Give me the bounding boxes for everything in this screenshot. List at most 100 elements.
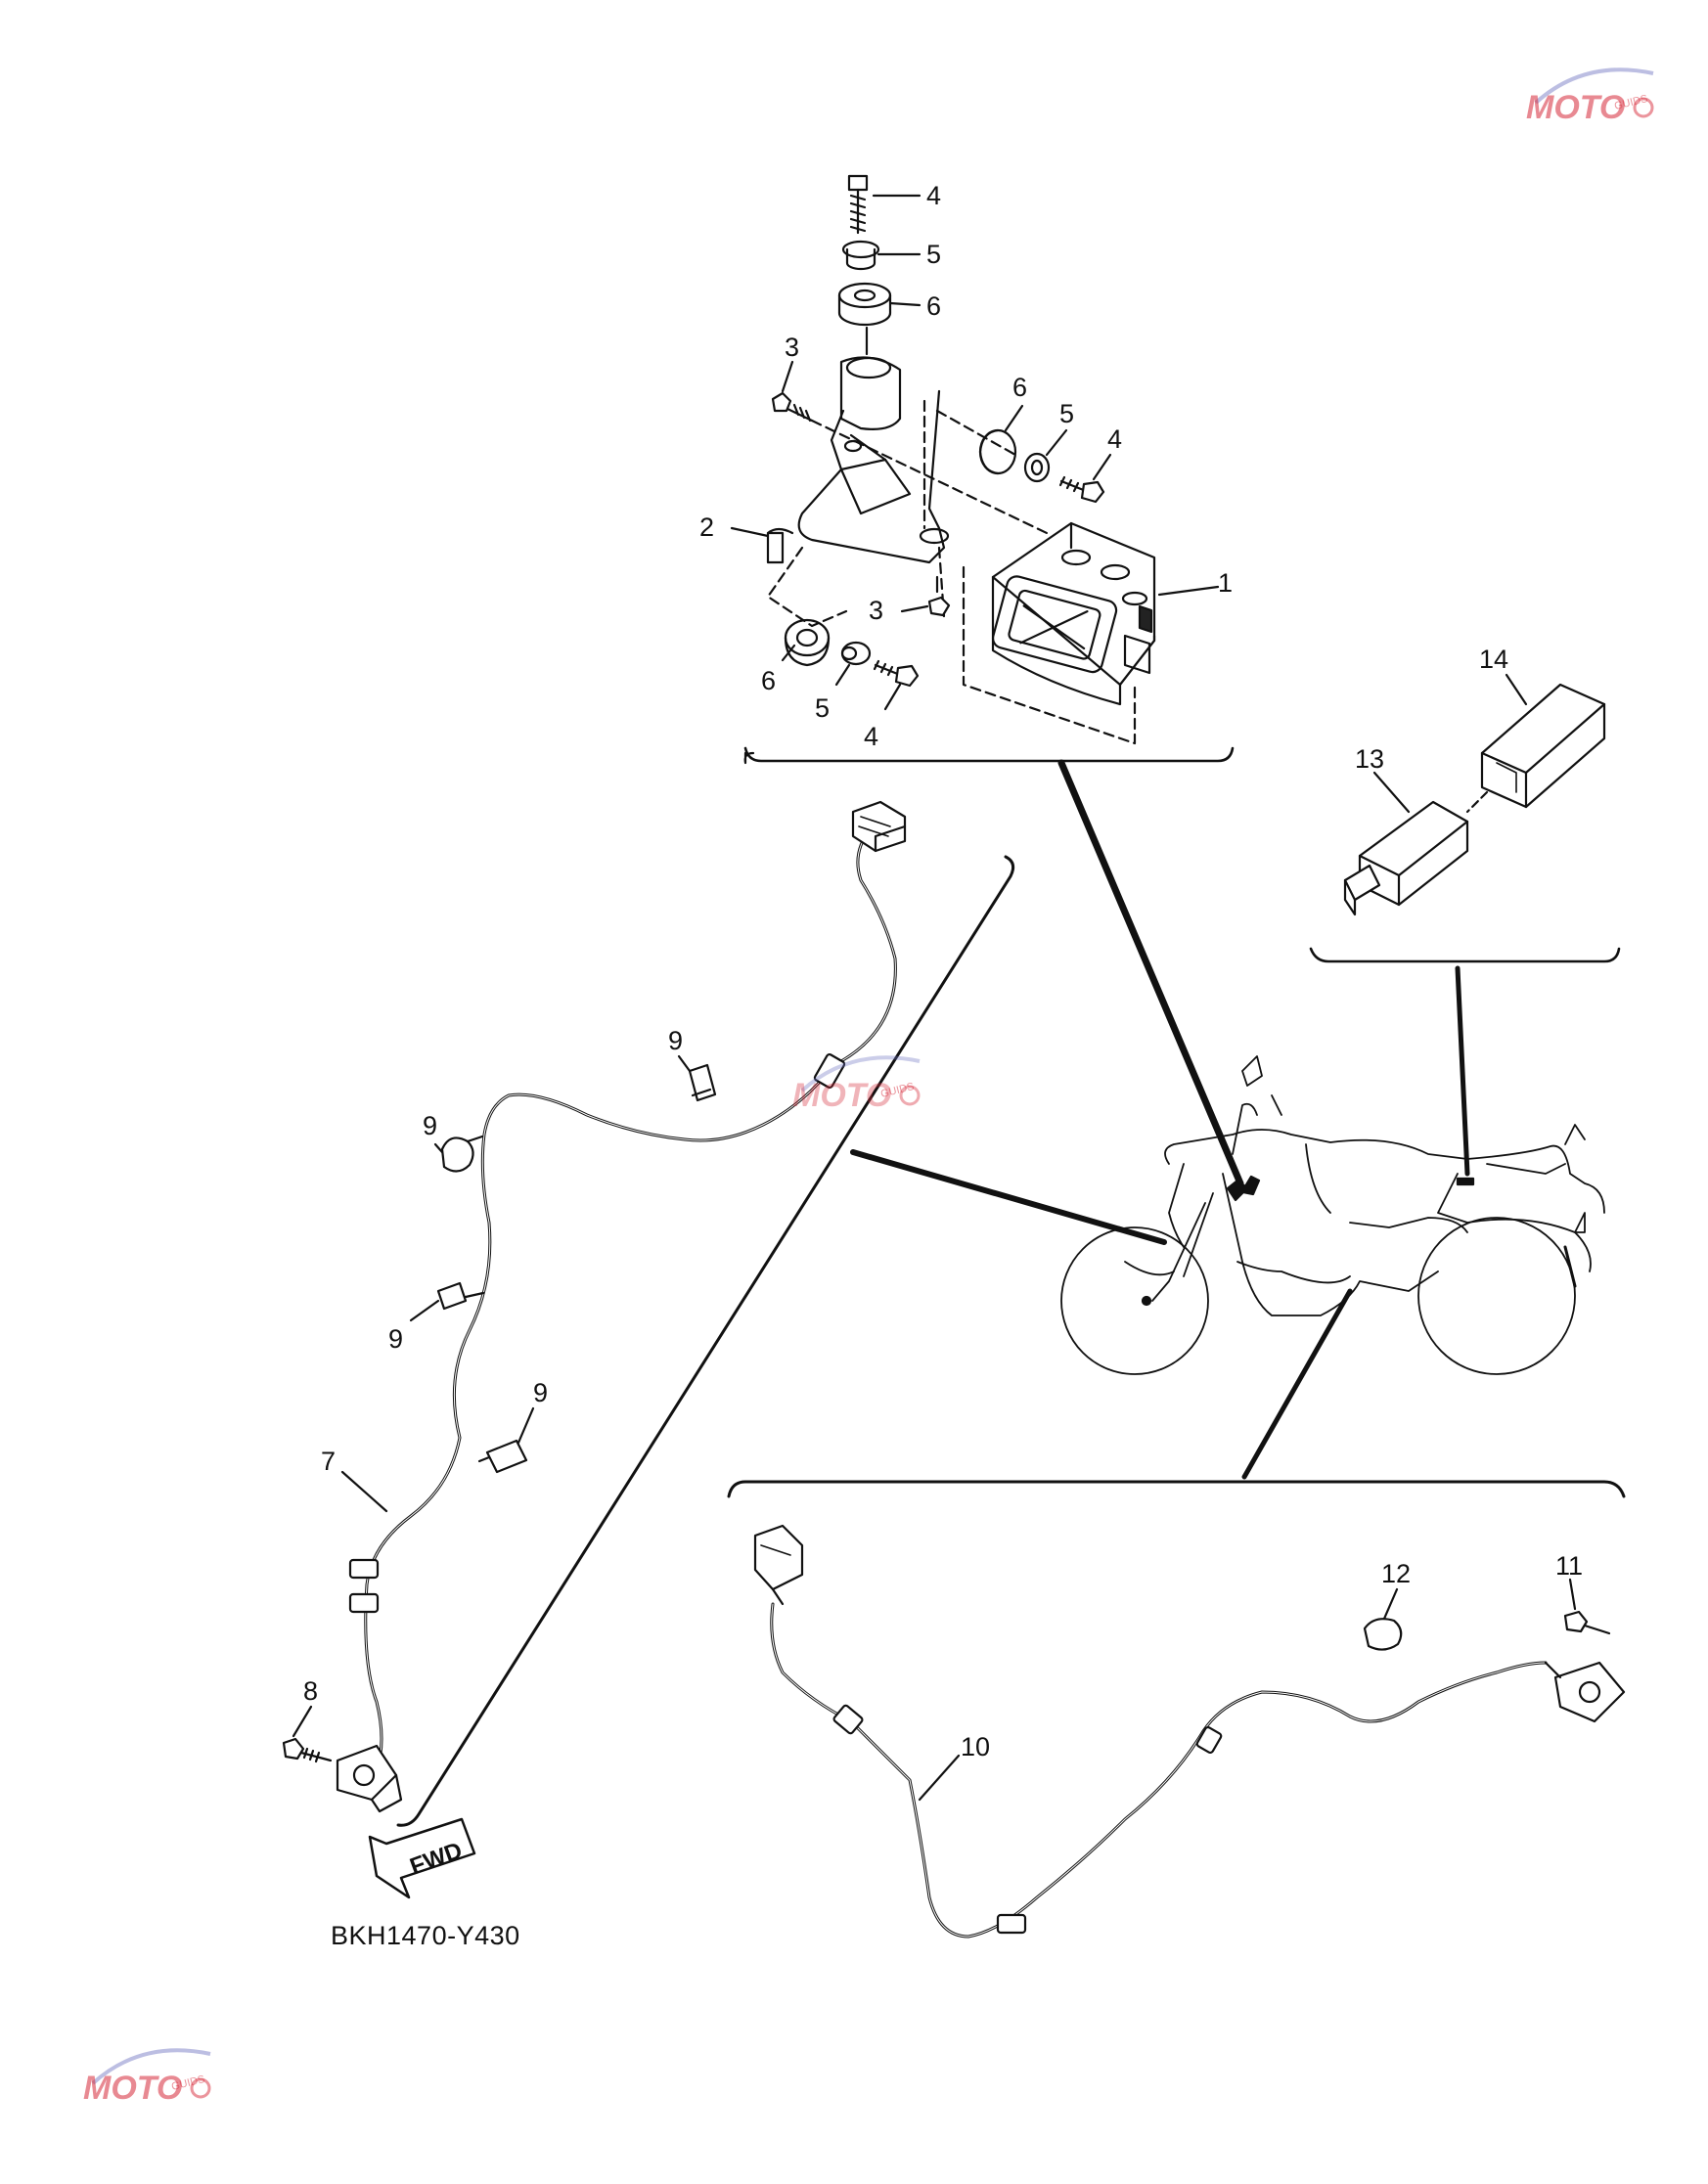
relay-13 (1343, 800, 1469, 916)
watermark-swoosh-icon (1534, 67, 1654, 118)
leader-1 (1157, 585, 1220, 597)
watermark-logo: MOTO GUIDS (763, 1042, 959, 1130)
callout-10: 10 (961, 1732, 990, 1761)
grommet-rear-1 (832, 1704, 864, 1735)
bracket-2 (766, 356, 950, 564)
damper-6-top (837, 282, 892, 327)
leader-3a (781, 360, 794, 393)
grommet-front-2 (348, 1558, 380, 1580)
bolt-4-lower (873, 659, 920, 688)
leader-9b (677, 1054, 692, 1073)
dashed-guide-1 (810, 419, 1049, 535)
watermark-swoosh-icon (800, 1055, 921, 1106)
callout-6: 6 (761, 666, 776, 695)
leader-13 (1372, 771, 1411, 814)
leader-4c (883, 683, 902, 711)
leader-10 (918, 1754, 961, 1802)
callout-12: 12 (1381, 1559, 1411, 1588)
abs-unit-1 (991, 521, 1156, 706)
relay-leader-line (1455, 965, 1470, 1177)
callout-1: 1 (1218, 568, 1233, 598)
grommet-front-3 (348, 1592, 380, 1614)
abs-frame-corner (743, 751, 755, 765)
relay-location-mark (1456, 1177, 1475, 1186)
callout-5: 5 (815, 693, 830, 723)
front-connector-top (851, 800, 907, 853)
leader-11 (1568, 1578, 1577, 1611)
front-group-bracket (396, 855, 1015, 1827)
callout-11: 11 (1555, 1551, 1583, 1581)
abs-leader-line (1057, 759, 1244, 1187)
watermark-text: MOTO (1526, 89, 1626, 126)
watermark-logo: MOTO GUIDS (54, 2034, 249, 2122)
watermark-text: MOTO (83, 2070, 183, 2107)
callout-5: 5 (1059, 399, 1074, 428)
clamp-12 (1363, 1618, 1403, 1651)
collar-5-lower (840, 641, 872, 666)
callout-4: 4 (1107, 424, 1122, 454)
rear-leader-line (1241, 1288, 1353, 1480)
callout-13: 13 (1355, 744, 1384, 774)
bolt-11 (1563, 1610, 1611, 1635)
collar-5-top (841, 240, 880, 271)
leader-5c (834, 663, 851, 687)
rear-sensor-head (1544, 1661, 1626, 1723)
damper-6-right (978, 428, 1017, 475)
watermark-swoosh-icon (91, 2048, 211, 2099)
leader-6c (781, 644, 796, 662)
callout-14: 14 (1479, 645, 1508, 674)
diagram-code: BKH1470-Y430 (331, 1921, 520, 1950)
bolt-8 (282, 1737, 333, 1763)
clamp-9-c (436, 1281, 485, 1311)
bolt-4-top (847, 174, 869, 235)
leader-9d (517, 1406, 535, 1445)
leader-8 (292, 1705, 313, 1738)
dashed-guide-3 (935, 409, 1017, 457)
fwd-arrow (368, 1817, 476, 1899)
bolt-3-lower (927, 575, 951, 617)
rear-cable-highlight (771, 1603, 1547, 1938)
dashed-guide-5 (962, 565, 1137, 745)
dashed-guide-6 (766, 546, 848, 628)
grommet-rear-3 (1195, 1725, 1223, 1755)
relay-14 (1465, 683, 1606, 814)
grommet-front-1 (813, 1053, 846, 1089)
bolt-3-left (771, 391, 814, 423)
leader-3b (900, 604, 929, 613)
leader-14 (1505, 673, 1528, 706)
motorcycle-outline (1060, 1055, 1605, 1375)
callout-5: 5 (926, 240, 941, 269)
clamp-9-b (688, 1063, 717, 1102)
leader-5b (1045, 428, 1068, 457)
callout-9: 9 (388, 1324, 403, 1354)
callout-6: 6 (926, 291, 941, 321)
leader-2 (730, 526, 770, 538)
callout-3: 3 (869, 596, 883, 625)
cable-inner-highlight (365, 825, 896, 1771)
grommet-rear-2 (996, 1913, 1027, 1935)
clamp-9-d (477, 1439, 528, 1474)
watermark-logo: MOTO GUIDS (1497, 54, 1692, 142)
callout-9: 9 (423, 1111, 437, 1140)
callout-9: 9 (668, 1026, 683, 1055)
leader-9a (433, 1142, 444, 1154)
front-sensor-head (336, 1744, 403, 1813)
rear-connector-top (753, 1524, 804, 1606)
bolt-4-right (1058, 475, 1105, 504)
collar-5-right (1023, 452, 1051, 483)
rear-group-bracket (727, 1480, 1626, 1498)
callout-3: 3 (785, 333, 799, 362)
leader-6a (888, 301, 921, 307)
callout-7: 7 (321, 1447, 336, 1476)
callout-4: 4 (864, 722, 878, 751)
leader-4b (1092, 453, 1112, 481)
callout-4: 4 (926, 181, 941, 210)
rear-wheel-sensor-lead-10 (770, 1602, 1548, 1939)
damper-6-lower (784, 618, 831, 667)
front-sensor-mark (1141, 1295, 1152, 1307)
clamp-9-a (440, 1135, 484, 1173)
relay-group-bracket (1309, 947, 1621, 963)
leader-9c (409, 1299, 440, 1322)
front-leader-line (850, 1149, 1167, 1245)
